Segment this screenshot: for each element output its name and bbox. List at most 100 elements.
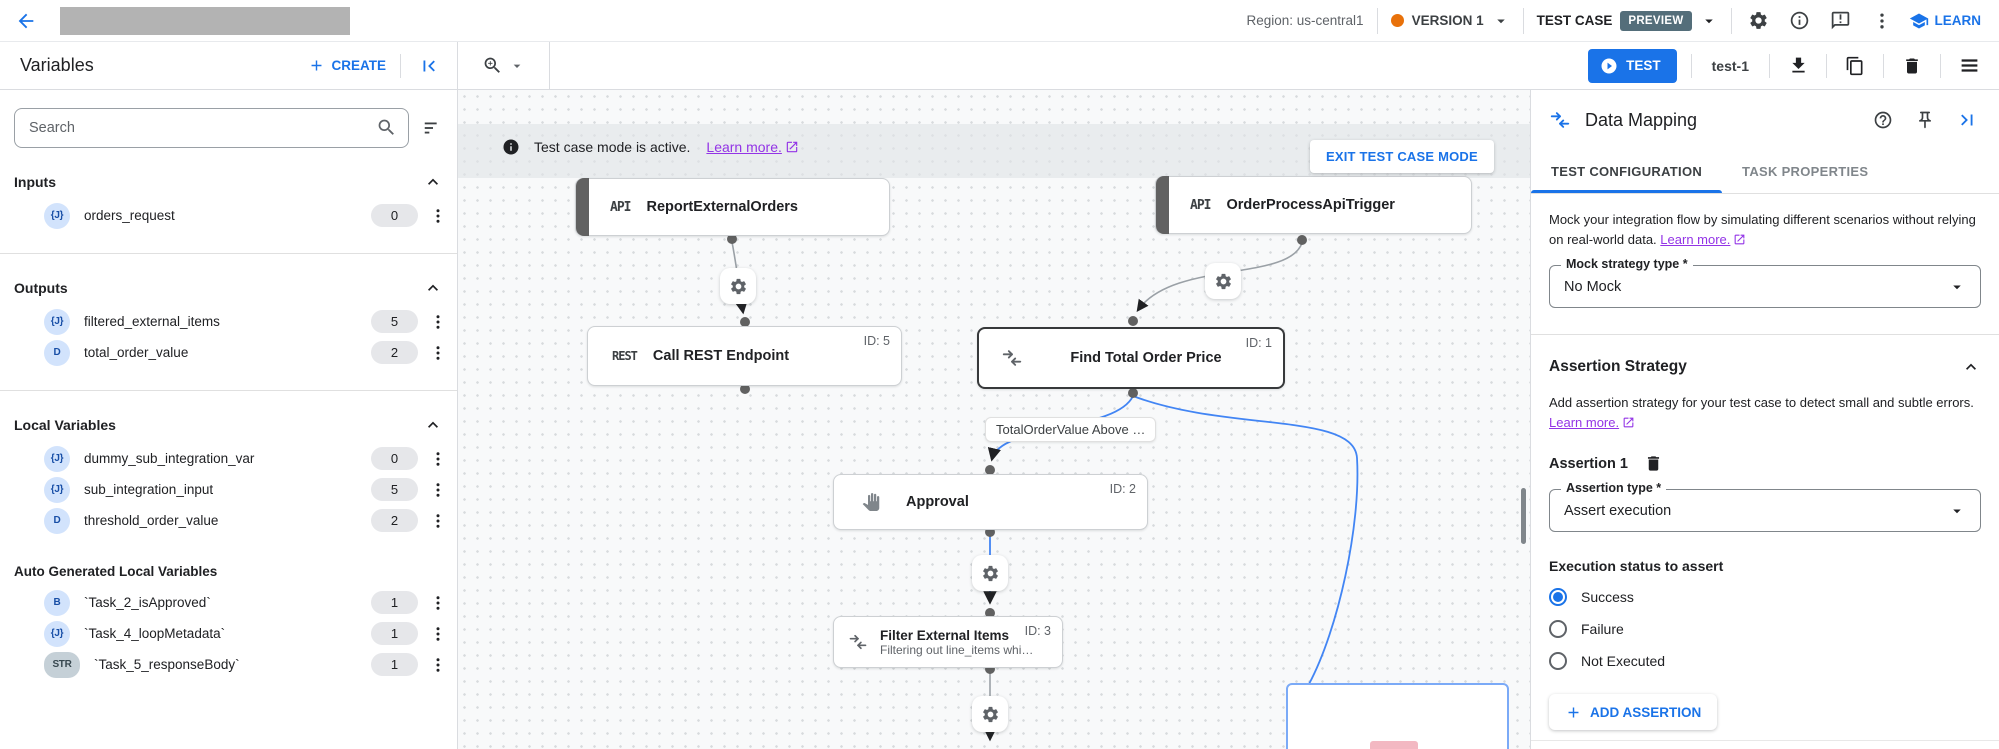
search-input[interactable] xyxy=(14,108,409,148)
delete-icon[interactable] xyxy=(1898,52,1926,80)
panel-scrollbar-thumb[interactable] xyxy=(1521,488,1526,544)
chevron-up-icon[interactable] xyxy=(423,172,443,192)
node-title: Find Total Order Price xyxy=(1070,350,1222,366)
usage-count-badge: 2 xyxy=(371,509,418,532)
variable-name: threshold_order_value xyxy=(84,513,219,528)
radio-success[interactable]: Success xyxy=(1549,588,1981,606)
variable-row[interactable]: D total_order_value 2 xyxy=(14,337,447,368)
exit-test-case-mode-button[interactable]: EXIT TEST CASE MODE xyxy=(1310,140,1494,173)
copy-icon[interactable] xyxy=(1841,52,1869,80)
list-menu-icon[interactable] xyxy=(1955,52,1983,80)
node-approval[interactable]: Approval ID: 2 xyxy=(833,474,1148,530)
download-icon[interactable] xyxy=(1784,52,1812,80)
more-vert-icon[interactable] xyxy=(429,594,447,612)
learn-link[interactable]: LEARN xyxy=(1909,11,1981,31)
create-variable-button[interactable]: CREATE xyxy=(308,57,386,74)
section-title: Auto Generated Local Variables xyxy=(14,564,218,579)
assertion-description: Add assertion strategy for your test cas… xyxy=(1549,393,1981,432)
test-case-name[interactable]: test-1 xyxy=(1711,57,1749,74)
divider xyxy=(1730,7,1732,34)
node-find-total-order-price[interactable]: Find Total Order Price ID: 1 xyxy=(977,327,1285,389)
assertion-item-row: Assertion 1 xyxy=(1549,454,1981,473)
radio-button-selected[interactable] xyxy=(1549,588,1567,606)
edge-condition-label[interactable]: TotalOrderValue Above … xyxy=(985,417,1157,442)
test-button[interactable]: TEST xyxy=(1588,48,1677,83)
info-icon[interactable] xyxy=(1786,7,1814,35)
more-vert-icon[interactable] xyxy=(429,450,447,468)
variable-row[interactable]: B `Task_2_isApproved` 1 xyxy=(14,587,447,618)
chevron-up-icon[interactable] xyxy=(1961,357,1981,377)
more-vert-icon[interactable] xyxy=(429,625,447,643)
node-title: Call REST Endpoint xyxy=(652,348,790,364)
node-order-process-api-trigger[interactable]: API OrderProcessApiTrigger xyxy=(1155,176,1472,234)
node-title: OrderProcessApiTrigger xyxy=(1226,197,1395,213)
radio-button[interactable] xyxy=(1549,620,1567,638)
variable-row[interactable]: {J} `Task_4_loopMetadata` 1 xyxy=(14,618,447,649)
zoom-in-icon xyxy=(482,55,503,76)
tab-test-configuration[interactable]: TEST CONFIGURATION xyxy=(1531,150,1723,193)
partial-node-selection[interactable] xyxy=(1286,683,1509,749)
divider xyxy=(1826,53,1827,78)
version-selector[interactable]: VERSION 1 xyxy=(1390,12,1510,30)
mock-description: Mock your integration flow by simulating… xyxy=(1549,210,1981,249)
add-assertion-button[interactable]: ADD ASSERTION xyxy=(1549,694,1718,730)
type-chip-string: STR xyxy=(44,651,80,678)
data-mapping-panel: Data Mapping TEST CONFIGURATION TASK PRO… xyxy=(1530,90,1999,749)
settings-gear-icon[interactable] xyxy=(1745,7,1773,35)
close-panel-icon[interactable] xyxy=(1953,106,1981,134)
version-label: VERSION 1 xyxy=(1411,13,1484,28)
node-title: Approval xyxy=(906,494,969,510)
chevron-up-icon[interactable] xyxy=(423,278,443,298)
more-vert-icon[interactable] xyxy=(429,481,447,499)
radio-not-executed[interactable]: Not Executed xyxy=(1549,652,1981,670)
assertion-type-select[interactable]: Assertion type * Assert execution xyxy=(1549,481,1981,532)
edge-settings-gear-icon[interactable] xyxy=(1205,263,1241,299)
more-vert-icon[interactable] xyxy=(1868,7,1896,35)
main-body: Inputs {J} orders_request 0 Outputs {J} … xyxy=(0,90,1999,749)
test-case-selector[interactable]: TEST CASE PREVIEW xyxy=(1537,10,1718,31)
variable-row[interactable]: {J} orders_request 0 xyxy=(14,200,447,231)
collapse-panel-icon[interactable] xyxy=(415,52,443,80)
node-call-rest-endpoint[interactable]: REST Call REST Endpoint ID: 5 xyxy=(587,326,902,386)
node-report-external-orders[interactable]: API ReportExternalOrders xyxy=(575,178,890,236)
more-vert-icon[interactable] xyxy=(429,207,447,225)
mock-strategy-select[interactable]: Mock strategy type * No Mock xyxy=(1549,257,1981,308)
edge-settings-gear-icon[interactable] xyxy=(972,555,1008,591)
variable-row[interactable]: D threshold_order_value 2 xyxy=(14,505,447,536)
sort-filter-icon[interactable] xyxy=(419,114,447,142)
feedback-icon[interactable] xyxy=(1827,7,1855,35)
more-vert-icon[interactable] xyxy=(429,512,447,530)
back-arrow-icon[interactable] xyxy=(12,7,40,35)
chevron-up-icon[interactable] xyxy=(423,415,443,435)
variable-row[interactable]: STR `Task_5_responseBody` 1 xyxy=(14,649,447,680)
variable-row[interactable]: {J} dummy_sub_integration_var 0 xyxy=(14,443,447,474)
search-icon[interactable] xyxy=(376,117,397,138)
assertion-type-label: Assertion type * xyxy=(1561,481,1667,495)
variables-panel-title: Variables xyxy=(20,55,94,75)
help-icon[interactable] xyxy=(1869,106,1897,134)
more-vert-icon[interactable] xyxy=(429,344,447,362)
radio-button[interactable] xyxy=(1549,652,1567,670)
variable-row[interactable]: {J} filtered_external_items 5 xyxy=(14,306,447,337)
mock-learn-more-link[interactable]: Learn more. xyxy=(1660,230,1746,250)
radio-failure[interactable]: Failure xyxy=(1549,620,1981,638)
divider xyxy=(1376,7,1378,34)
edge-settings-gear-icon[interactable] xyxy=(720,268,756,304)
more-vert-icon[interactable] xyxy=(429,313,447,331)
more-vert-icon[interactable] xyxy=(429,656,447,674)
pin-icon[interactable] xyxy=(1911,106,1939,134)
node-filter-external-items[interactable]: Filter External Items Filtering out line… xyxy=(833,616,1063,668)
tab-task-properties[interactable]: TASK PROPERTIES xyxy=(1742,164,1869,179)
assertion-type-value: Assert execution xyxy=(1564,502,1672,519)
banner-learn-more-link[interactable]: Learn more. xyxy=(706,139,798,155)
assertion-learn-more-link[interactable]: Learn more. xyxy=(1549,413,1635,433)
edge-settings-gear-icon[interactable] xyxy=(972,696,1008,732)
variable-row[interactable]: {J} sub_integration_input 5 xyxy=(14,474,447,505)
delete-assertion-icon[interactable] xyxy=(1644,454,1663,473)
radio-label: Failure xyxy=(1581,621,1624,637)
chevron-down-icon xyxy=(1492,12,1510,30)
zoom-control[interactable] xyxy=(458,42,550,89)
section-title: Local Variables xyxy=(14,417,116,433)
section-header-local-variables: Local Variables xyxy=(14,415,443,435)
flow-canvas[interactable]: Test case mode is active. Learn more. EX… xyxy=(458,90,1530,749)
